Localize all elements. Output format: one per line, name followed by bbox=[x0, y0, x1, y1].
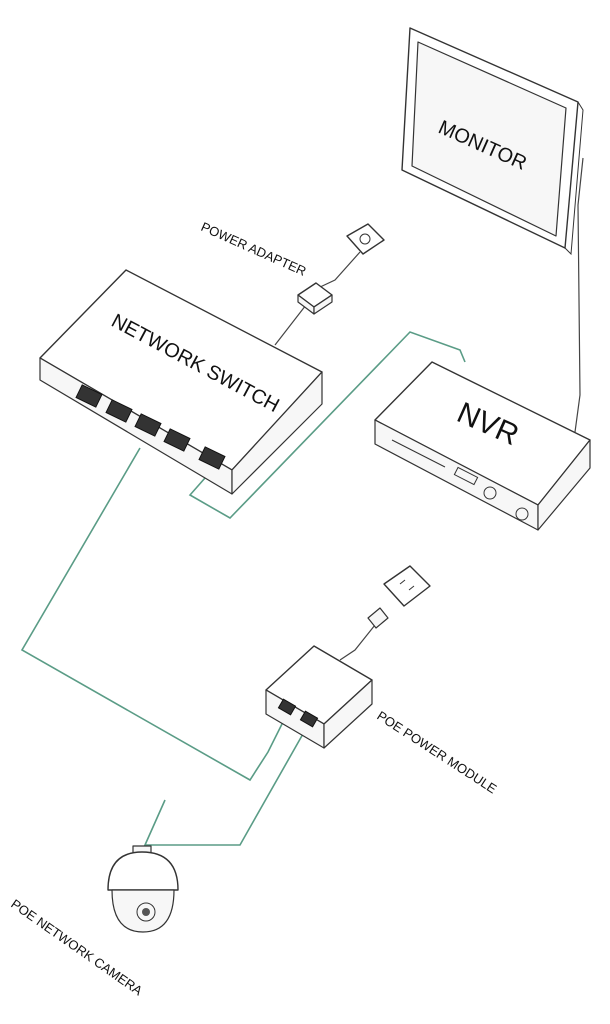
cable-outlet-to-adapter bbox=[317, 251, 361, 289]
cable-outlet-to-poe-module bbox=[339, 624, 376, 661]
nvr-icon: NVR bbox=[374, 361, 591, 531]
power-adapter-label: POWER ADAPTER bbox=[199, 219, 309, 279]
wall-outlet-icon bbox=[346, 223, 385, 255]
power-adapter-icon bbox=[297, 282, 333, 315]
dome-camera-icon bbox=[107, 845, 179, 933]
wall-outlet-icon bbox=[367, 565, 431, 629]
cable-poe-module-to-camera bbox=[143, 717, 313, 846]
poe-injector-icon bbox=[265, 645, 373, 749]
cable-adapter-to-switch bbox=[274, 304, 307, 346]
poe-power-module-label: POE POWER MODULE bbox=[374, 708, 499, 797]
cables bbox=[20, 157, 584, 846]
network-switch-icon: NETWORK SWITCH bbox=[39, 269, 323, 495]
monitor-icon: MONITOR bbox=[401, 27, 584, 256]
cable-switch-to-nvr bbox=[188, 331, 466, 520]
cable-nvr-to-monitor bbox=[574, 157, 584, 433]
switch-ports bbox=[75, 384, 226, 470]
cable-switch-to-poe-module bbox=[20, 447, 289, 782]
